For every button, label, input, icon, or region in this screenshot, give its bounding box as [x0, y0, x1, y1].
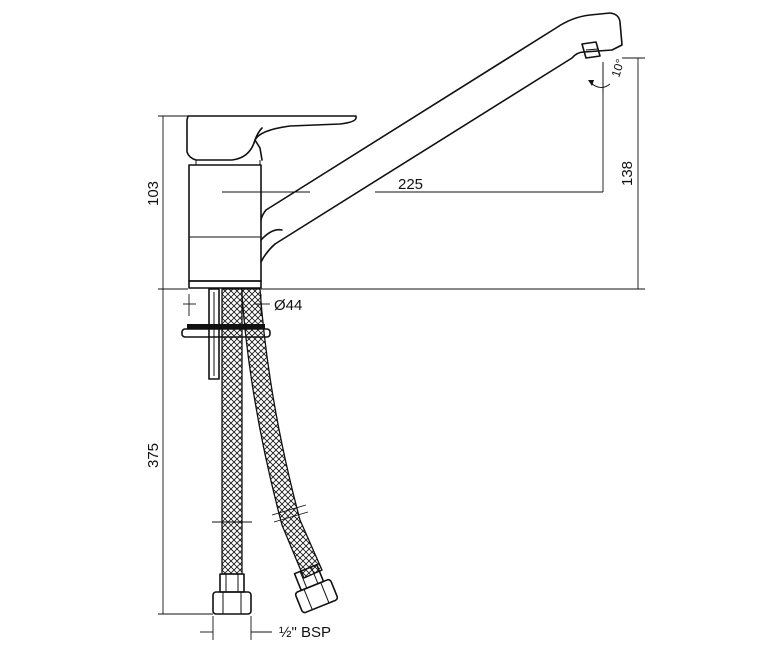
body-height-dimension: 103	[145, 115, 188, 290]
body-height-label: 103	[145, 181, 162, 206]
underside-length-label: 375	[145, 443, 162, 468]
underside-dimension: 375	[145, 289, 213, 615]
spout-tube	[260, 12, 623, 263]
thread-size-label: ½" BSP	[279, 624, 331, 641]
mixer-body	[188, 164, 262, 282]
lever-handle	[186, 115, 357, 161]
reach-dimension: 225	[222, 62, 604, 193]
spout-angle-indicator: 10°	[588, 57, 628, 92]
flexible-hoses	[212, 288, 323, 579]
hose-connectors	[212, 563, 339, 615]
reach-dimension-label: 225	[398, 176, 423, 193]
spout-angle-label: 10°	[609, 57, 628, 79]
ferrule-left	[219, 573, 245, 593]
spout	[260, 12, 623, 263]
hose-straight	[221, 288, 243, 575]
mounting-stud	[208, 288, 220, 380]
thread-dimension: ½" BSP	[200, 616, 331, 641]
aerator	[581, 41, 601, 59]
lever-cartridge-cap	[254, 127, 263, 161]
total-height-dimension: 138	[261, 57, 645, 290]
nut-left	[212, 591, 252, 615]
hose-angled	[241, 288, 323, 579]
nut-right	[294, 578, 339, 614]
base-diameter-label: Ø44	[274, 297, 302, 314]
total-height-label: 138	[619, 161, 636, 186]
faucet-body	[186, 115, 357, 289]
spout-neck	[260, 228, 283, 241]
